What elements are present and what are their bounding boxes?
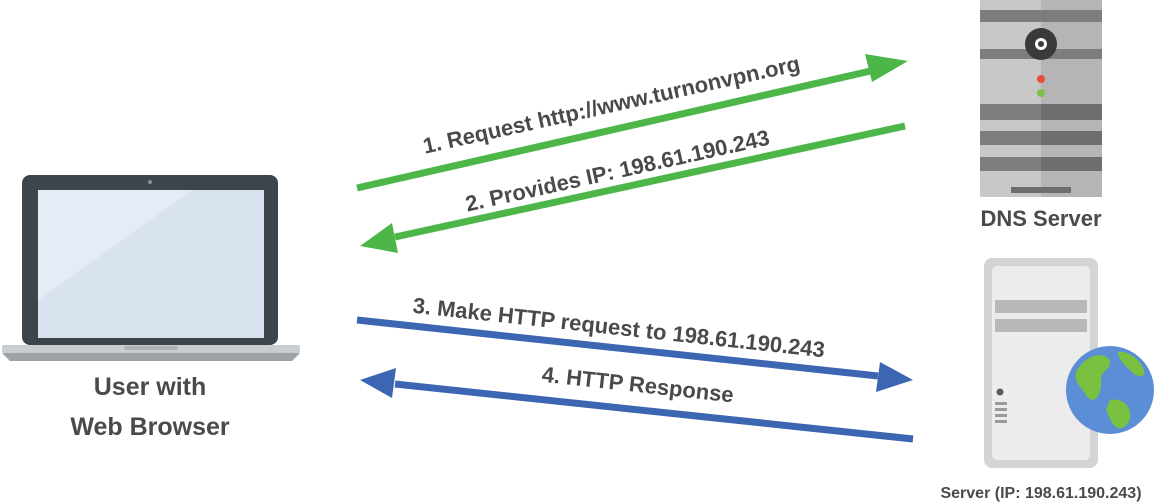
step-3-arrow [356, 316, 913, 392]
step-1-arrow [356, 54, 908, 192]
server-tower-icon [984, 258, 1098, 468]
step-4-arrow [360, 368, 914, 443]
server-tower-icon [980, 0, 1102, 197]
globe-icon [1066, 346, 1154, 434]
dns-server-label: DNS Server [980, 206, 1102, 231]
client-label-line2: Web Browser [70, 413, 230, 441]
step-2-arrow [360, 122, 906, 253]
step-3-label: 3. Make HTTP request to 198.61.190.243 [412, 293, 826, 363]
web-server-label: Server (IP: 198.61.190.243) [940, 485, 1141, 502]
client-label-line1: User with [94, 373, 207, 401]
laptop-icon [2, 175, 300, 361]
